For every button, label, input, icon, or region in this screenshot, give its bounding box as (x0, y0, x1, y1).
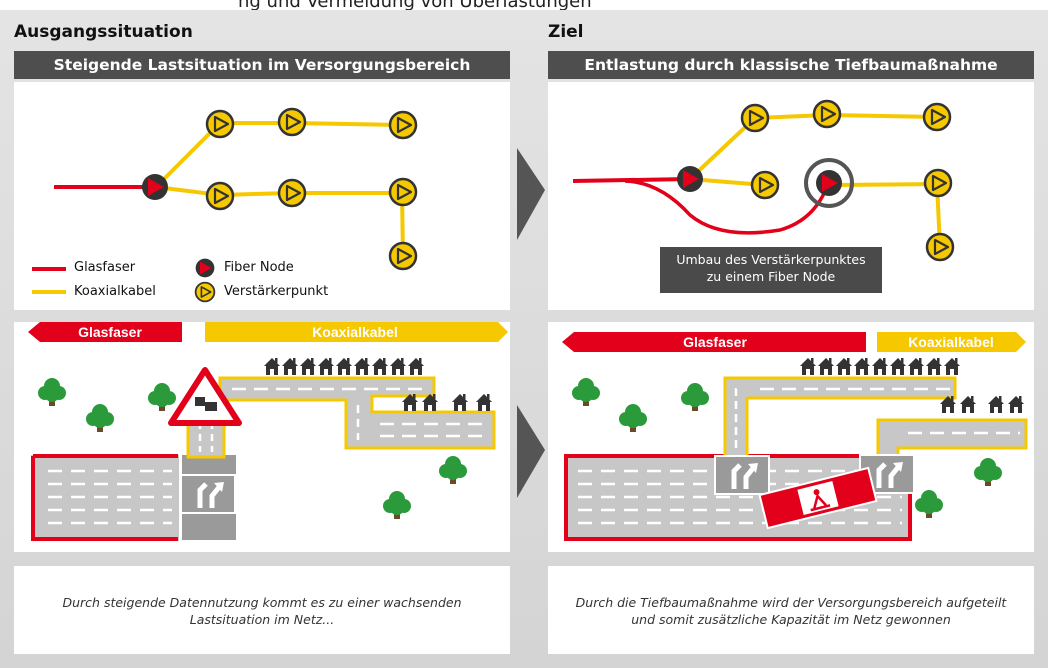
chevron-top (517, 148, 545, 240)
callout-line-2: zu einem Fiber Node (706, 269, 836, 284)
legend-symbols (32, 258, 216, 303)
left-fiber-ribbon-label: Glasfaser (78, 324, 142, 340)
callout-line-1: Umbau des Verstärkerpunktes (676, 252, 866, 267)
right-fiber-ribbon-label: Glasfaser (683, 334, 747, 350)
left-caption-panel (14, 566, 510, 654)
legend-coax-label: Koaxialkabel (74, 284, 156, 299)
right-banner: Entlastung durch klassische Tiefbaumaßna… (548, 51, 1034, 79)
right-caption-line-2: und somit zusätzliche Kapazität im Netz … (631, 612, 951, 627)
left-section-title: Ausgangssituation (14, 22, 193, 42)
right-caption-panel (548, 566, 1034, 654)
legend-amp-label: Verstärkerpunkt (224, 284, 329, 299)
left-street-scene: Glasfaser Koaxialkabel (28, 322, 508, 541)
right-caption-line-1: Durch die Tiefbaumaßnahme wird der Verso… (575, 595, 1007, 610)
left-network-panel (14, 82, 510, 310)
right-section-title: Ziel (548, 22, 584, 42)
left-caption-line-2: Lastsituation im Netz... (189, 612, 335, 627)
chevron-bottom (517, 405, 545, 498)
cut-off-title: ng und Vermeidung von Überlastungen (238, 0, 592, 12)
right-caption: Durch die Tiefbaumaßnahme wird der Verso… (548, 594, 1034, 628)
legend-fiber-label: Glasfaser (74, 260, 136, 275)
legend-node-label: Fiber Node (224, 260, 294, 275)
left-network (54, 107, 418, 271)
right-network (572, 99, 955, 262)
left-coax-ribbon-label: Koaxialkabel (312, 324, 398, 340)
left-caption: Durch steigende Datennutzung kommt es zu… (14, 594, 510, 628)
left-banner: Steigende Lastsituation im Versorgungsbe… (14, 51, 510, 79)
right-coax-ribbon-label: Koaxialkabel (908, 334, 994, 350)
callout-box: Umbau des Verstärkerpunktes zu einem Fib… (660, 247, 882, 293)
right-street-scene: Glasfaser Koaxialkabel (562, 332, 1028, 541)
top-strip: ng und Vermeidung von Überlastungen (0, 0, 1048, 12)
left-caption-line-1: Durch steigende Datennutzung kommt es zu… (62, 595, 462, 610)
